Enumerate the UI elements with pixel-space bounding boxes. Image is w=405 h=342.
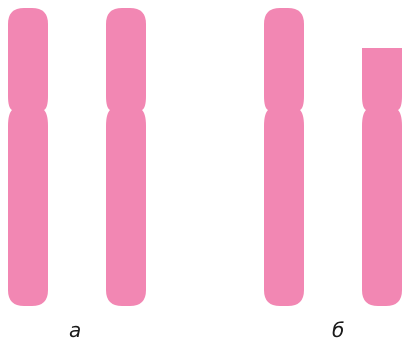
chromosome-3-long-arm [264,110,304,306]
panel-a-label: а [69,318,81,342]
chromosome-4-long-arm [362,110,402,306]
chromosome-3-short-arm [264,8,304,110]
chromosome-1-short-arm [8,8,48,110]
panel-a-chromosome-2 [106,8,146,306]
panel-b-label: б [332,318,344,342]
panel-b-chromosome-1 [264,8,304,306]
panel-a-chromosome-1 [8,8,48,306]
chromosome-1-long-arm [8,110,48,306]
chromosome-4-short-arm-truncated [362,48,402,110]
chromosome-2-long-arm [106,110,146,306]
panel-b-chromosome-2 [362,48,402,306]
chromosome-2-short-arm [106,8,146,110]
